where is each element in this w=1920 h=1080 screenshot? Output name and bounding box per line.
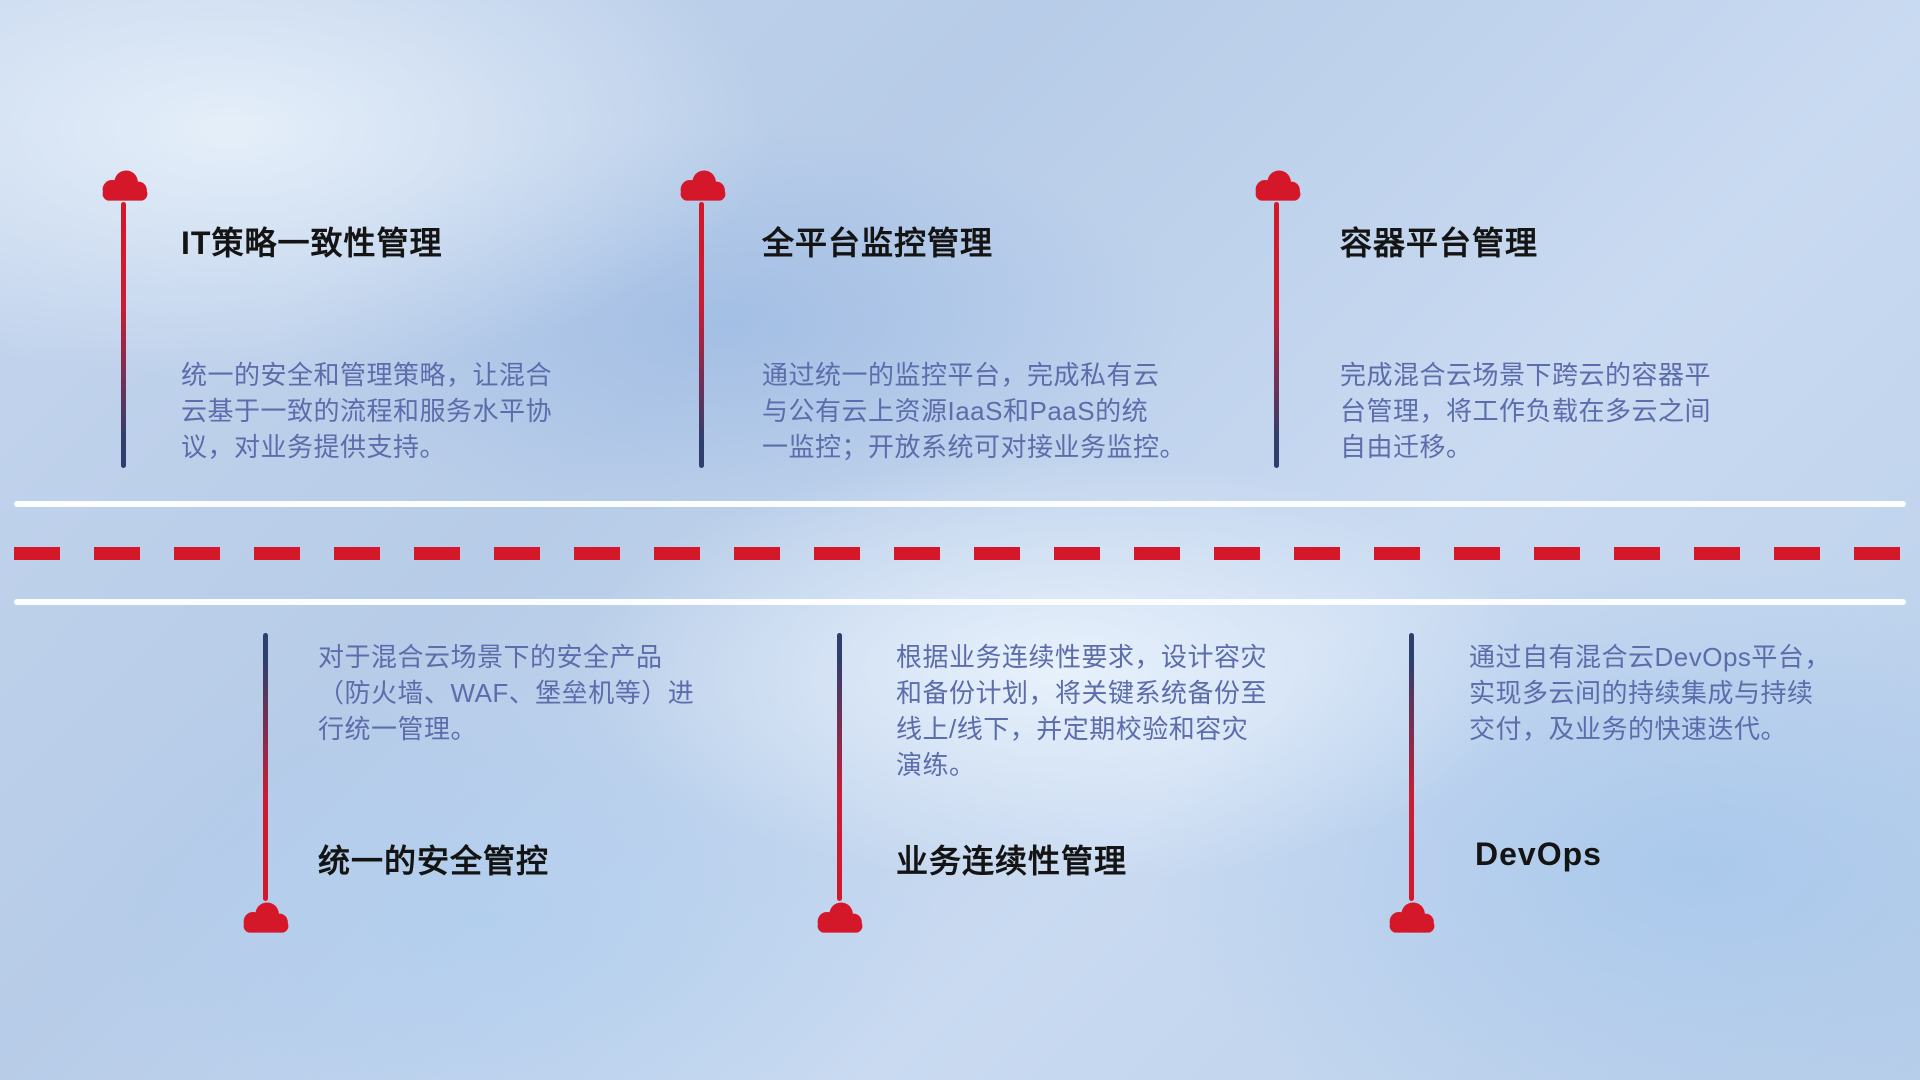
cloud-icon: [812, 898, 868, 941]
cloud-icon: [675, 166, 731, 209]
item-description: 完成混合云场景下跨云的容器平 台管理，将工作负载在多云之间 自由迁移。: [1340, 360, 1712, 462]
item-description: 统一的安全和管理策略，让混合 云基于一致的流程和服务水平协 议，对业务提供支持。: [181, 360, 553, 462]
item-description: 通过自有混合云DevOps平台， 实现多云间的持续集成与持续 交付，及业务的快速…: [1469, 642, 1831, 744]
connector-line: [1274, 202, 1279, 468]
item-title: 业务连续性管理: [896, 843, 1128, 879]
connector-line: [263, 633, 268, 901]
cloud-icon: [1250, 166, 1306, 209]
connector-line: [121, 202, 126, 468]
cloud-icon: [238, 898, 294, 941]
item-title: 全平台监控管理: [762, 225, 994, 261]
item-title: DevOps: [1475, 836, 1602, 872]
connector-line: [837, 633, 842, 901]
connector-line: [699, 202, 704, 468]
road-line-top: [14, 501, 1906, 507]
item-description: 根据业务连续性要求，设计容灾 和备份计划，将关键系统备份至 线上/线下，并定期校…: [896, 642, 1268, 780]
item-description: 通过统一的监控平台，完成私有云 与公有云上资源IaaS和PaaS的统 一监控；开…: [762, 360, 1187, 462]
item-title: IT策略一致性管理: [181, 225, 443, 261]
cloud-icon: [1384, 898, 1440, 941]
connector-line: [1409, 633, 1414, 901]
cloud-icon: [97, 166, 153, 209]
item-title: 容器平台管理: [1340, 225, 1539, 261]
item-title: 统一的安全管控: [318, 843, 550, 879]
item-description: 对于混合云场景下的安全产品 （防火墙、WAF、堡垒机等）进 行统一管理。: [318, 642, 695, 744]
road-line-bottom: [14, 599, 1906, 605]
road-center-dashes: [14, 547, 1906, 560]
